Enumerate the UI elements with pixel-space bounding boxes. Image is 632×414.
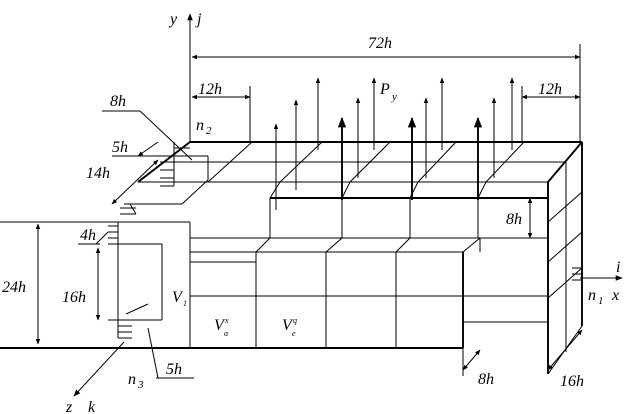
n2-label: n: [196, 117, 204, 134]
z-axis-label: z: [65, 399, 73, 414]
dim-16h-bottom-line: [547, 329, 583, 371]
va-subscript: α: [224, 329, 229, 338]
axes: [73, 13, 623, 397]
v1-label: V: [172, 289, 184, 306]
dim-72h: 72h: [368, 35, 392, 52]
dim-14h-line: [111, 159, 159, 205]
dim-16h-bottom: 16h: [560, 373, 584, 390]
ve-superscript: q: [293, 316, 297, 325]
dim-8h-top-leader: [139, 110, 193, 161]
n3-subscript: 3: [137, 379, 144, 391]
force-label: P: [379, 81, 390, 98]
mesh-grid: [164, 141, 583, 352]
dim-8h-top: 8h: [110, 93, 126, 110]
dim-4h-line: [95, 231, 109, 245]
n3-label: n: [128, 371, 136, 388]
i-axis-label: i: [616, 259, 620, 276]
dim-12h-right: 12h: [538, 81, 562, 98]
v1-subscript: 1: [183, 299, 187, 308]
dim-8h-bottom-line: [462, 349, 481, 371]
x-axis-label: x: [611, 287, 619, 304]
n2-subscript: 2: [206, 125, 212, 137]
n1-label: n: [588, 287, 596, 304]
ve-label: V: [282, 317, 294, 334]
support-n3: [108, 207, 163, 339]
dim-5h-bottom-leader: [147, 327, 159, 379]
dim-12h-left: 12h: [198, 81, 222, 98]
va-label: V: [214, 317, 226, 334]
dim-5h-top: 5h: [112, 139, 128, 156]
y-axis-label: y: [168, 11, 178, 28]
va-superscript: x: [224, 316, 229, 325]
ve-subscript: e: [292, 329, 296, 338]
n1-subscript: 1: [598, 295, 604, 307]
dim-8h-mid: 8h: [506, 211, 522, 228]
dim-5h-bottom: 5h: [166, 361, 182, 378]
dim-8h-bottom: 8h: [478, 371, 494, 388]
support-n2: [124, 141, 248, 215]
dim-4h: 4h: [80, 227, 96, 244]
z-axis: [73, 341, 125, 397]
dim-14h: 14h: [86, 165, 110, 182]
dim-5h-top-line: [137, 141, 159, 157]
dim-16h-left: 16h: [62, 289, 86, 306]
j-axis-label: j: [195, 11, 202, 28]
dim-24h: 24h: [2, 279, 26, 296]
force-subscript: y: [391, 91, 397, 103]
k-axis-label: k: [88, 399, 96, 414]
support-n1: [572, 267, 582, 281]
force-arrows: [273, 77, 515, 210]
